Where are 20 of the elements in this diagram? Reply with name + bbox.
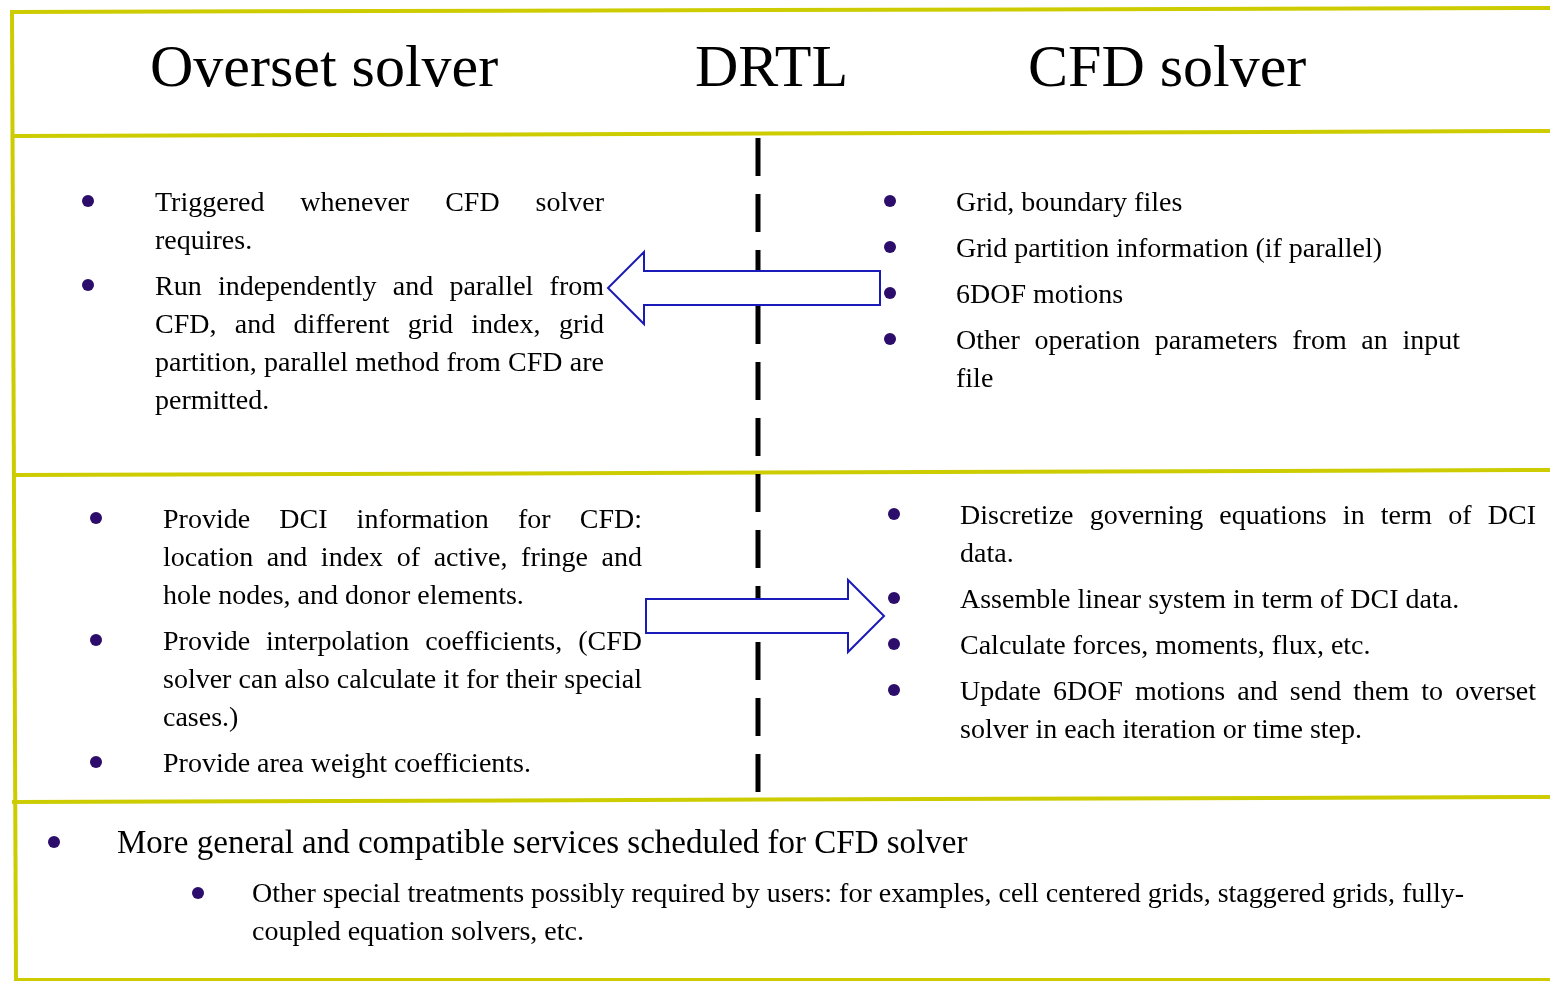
list-item-text: 6DOF motions <box>956 277 1125 311</box>
column-heading: Overset solver <box>150 32 499 101</box>
column-heading: DRTL <box>695 32 849 101</box>
list-item-text: Assemble linear system in term of DCI data. <box>960 582 1461 616</box>
list-item-text: Grid partition information (if parallel) <box>956 231 1384 265</box>
bullet-text: Other special treatments possibly required by users: for examples, cell centered grids, staggered grids, fully-coupled equation solvers, etc. <box>252 876 1466 948</box>
list-item-text: Provide area weight coefficients. <box>163 746 532 780</box>
list-item-text: Calculate forces, moments, flux, etc. <box>960 628 1372 662</box>
list-item-text: Provide DCI information for CFD: location and index of active, fringe and hole nodes, and donor elements. <box>163 502 642 612</box>
list-item-text: Discretize governing equations in term of DCI data. <box>960 498 1536 570</box>
list-item-text: Grid, boundary files <box>956 185 1184 219</box>
list-item-text: Update 6DOF motions and send them to overset solver in each iteration or time step. <box>960 674 1536 746</box>
list-item-text: Other operation parameters from an input file <box>956 323 1460 395</box>
bullet-text: More general and compatible services scheduled for CFD solver <box>117 823 968 861</box>
column-heading: CFD solver <box>1028 32 1307 101</box>
list-item-text: Provide interpolation coefficients, (CFD solver can also calculate it for their special cases.) <box>163 624 642 734</box>
block-arrow <box>645 577 886 655</box>
block-arrow <box>606 249 881 327</box>
list-item-text: Run independently and parallel from CFD, and different grid index, grid partition, parallel method from CFD are permitted. <box>155 269 604 417</box>
list-item-text: Triggered whenever CFD solver requires. <box>155 185 604 257</box>
